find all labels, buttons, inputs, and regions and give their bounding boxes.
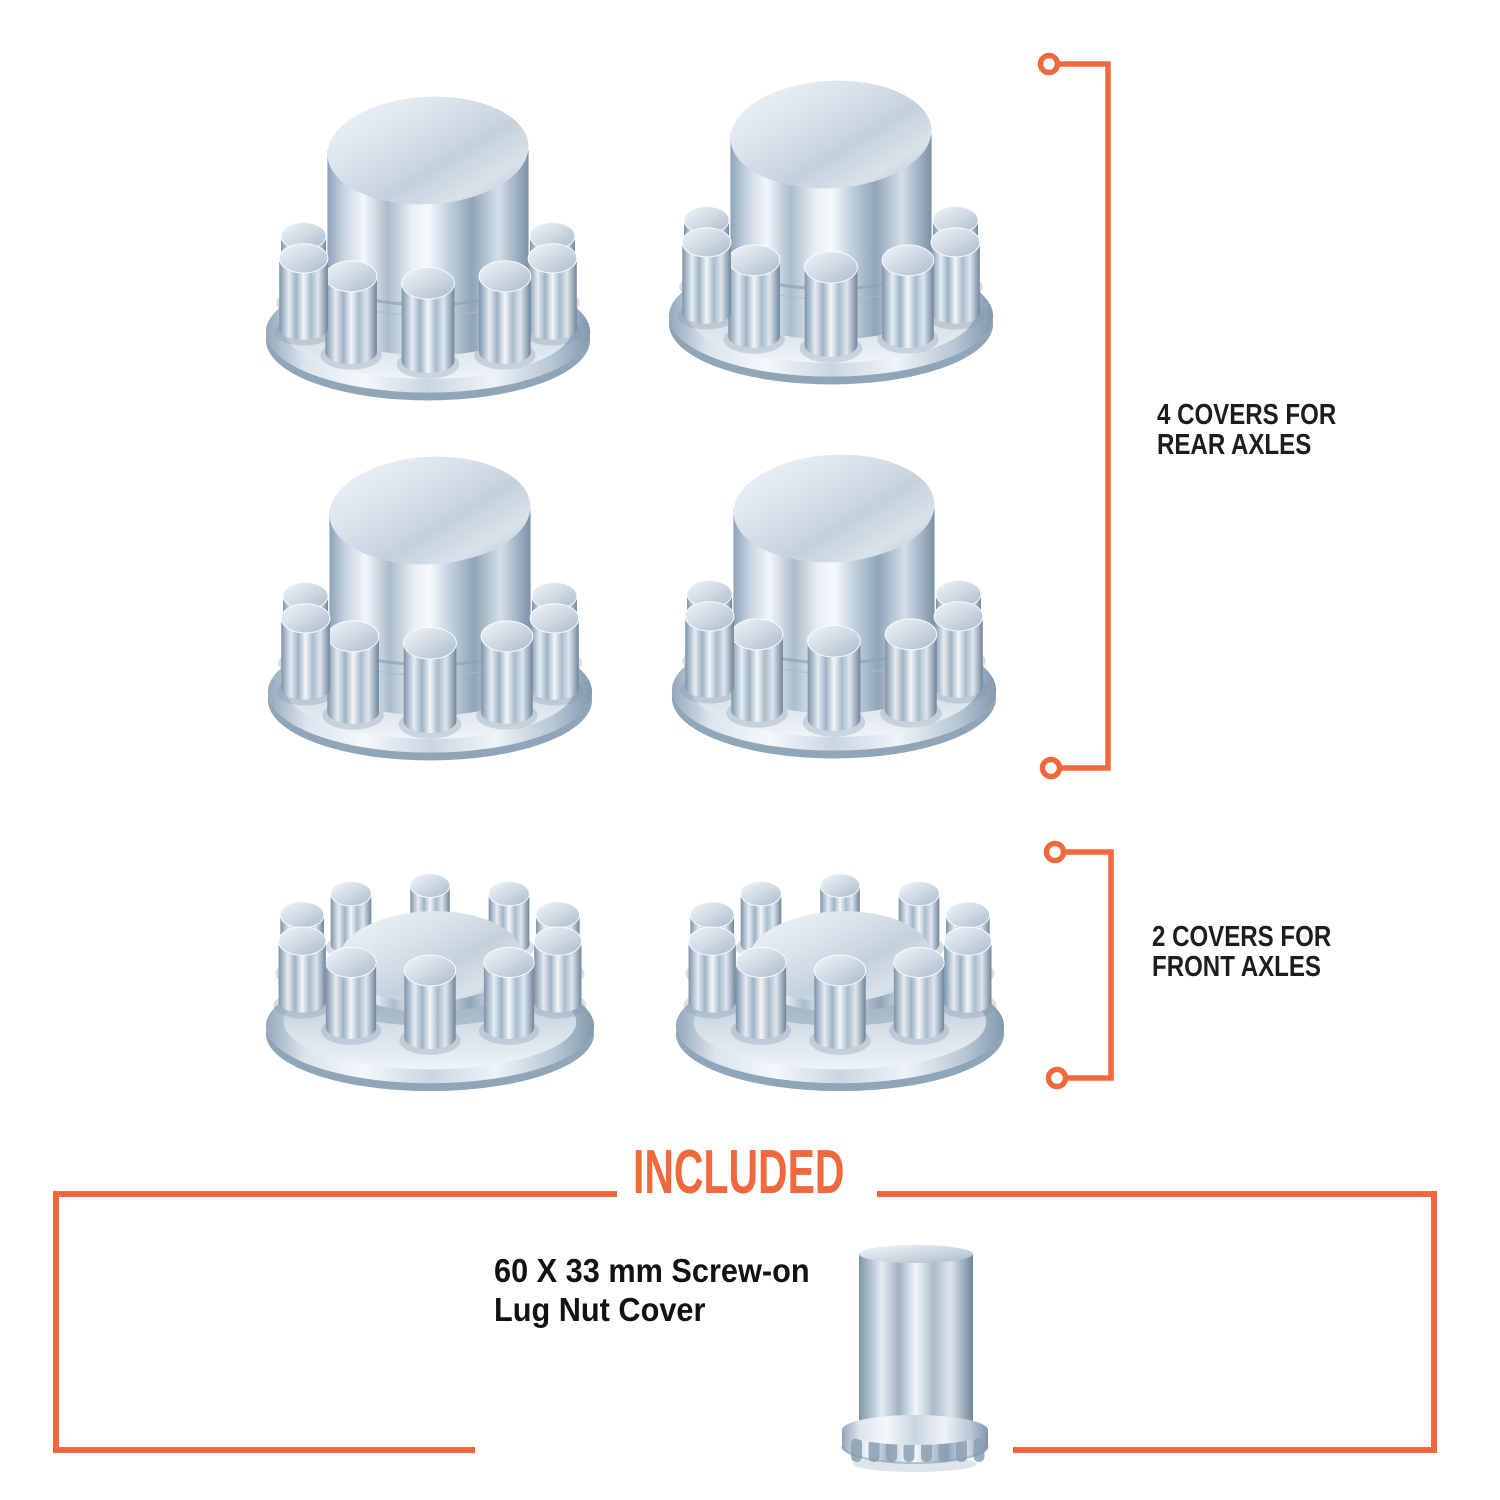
rear-axles-bracket [1037,52,1111,780]
front-axles-label-line2: FRONT AXLES [1152,951,1321,983]
bracket-endpoint-icon [1039,756,1063,780]
front-axle-cover-photo [672,850,1008,1099]
rear-axles-label: 4 COVERS FOR REAR AXLES [1157,400,1336,460]
rear-axles-label-line2: REAR AXLES [1157,429,1312,461]
rear-axle-cover-photo [668,446,1000,760]
lug-nut-description-line1: 60 X 33 mm Screw-on [494,1252,810,1289]
front-axles-label-line1: 2 COVERS FOR [1152,921,1332,953]
bracket-endpoint-icon [1043,840,1067,864]
rear-axle-cover-photo [665,72,997,386]
bracket-endpoint-icon [1037,52,1061,76]
included-box-border-top-right [877,1191,1437,1197]
front-axle-cover-photo [262,850,598,1099]
included-box-border-top-left [53,1191,617,1197]
front-axles-label: 2 COVERS FOR FRONT AXLES [1152,922,1331,982]
included-title: INCLUDED [633,1138,845,1207]
rear-axle-cover-photo [264,448,596,762]
rear-axles-label-line1: 4 COVERS FOR [1157,399,1337,431]
included-box-border-right [1431,1191,1437,1453]
lug-nut-description-line2: Lug Nut Cover [494,1291,706,1328]
front-axles-bracket [1043,840,1114,1090]
rear-axle-cover-photo [262,88,594,402]
included-box-border-bottom-left [53,1447,475,1453]
lug-nut-description: 60 X 33 mm Screw-on Lug Nut Cover [494,1251,810,1329]
lug-nut-cover-photo [840,1240,990,1475]
included-box-border-left [53,1191,59,1453]
included-box-border-bottom-right [1013,1447,1437,1453]
bracket-endpoint-icon [1045,1066,1069,1090]
